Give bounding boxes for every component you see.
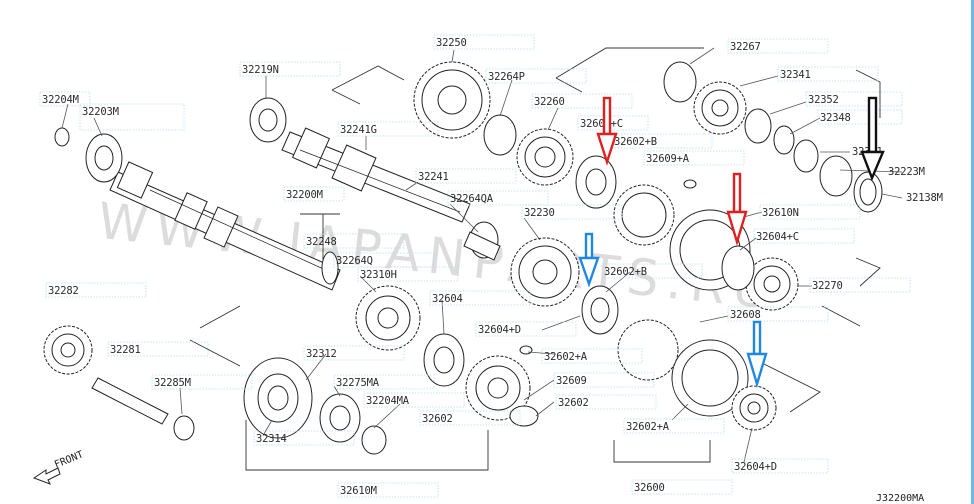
label-32270: 32270 (812, 280, 843, 292)
part-labels: 32204M 32203M 32219N 32250 32264P 32241G… (42, 37, 943, 497)
main-shaft (109, 127, 471, 291)
label-32230: 32230 (524, 207, 555, 219)
gear-lower-center (465, 355, 531, 421)
label-32219N: 32219N (242, 64, 279, 76)
blue-arrow-low (746, 320, 768, 389)
label-32314: 32314 (256, 433, 287, 445)
label-32352: 32352 (808, 94, 839, 106)
label-32604: 32604 (432, 293, 463, 305)
idler-shaft-32281 (91, 377, 169, 425)
label-32604D-low: 32604+D (734, 461, 777, 473)
label-32602B-mid: 32602+B (604, 266, 647, 278)
label-32312: 32312 (306, 348, 337, 360)
label-32264Q: 32264Q (336, 255, 373, 267)
label-frames (39, 34, 911, 498)
label-32241: 32241 (418, 171, 449, 183)
blue-arrow-mid (578, 232, 600, 288)
red-arrow-top (596, 96, 618, 166)
gear-32260 (516, 128, 574, 186)
label-32264QA: 32264QA (450, 193, 494, 205)
label-32348: 32348 (820, 112, 851, 124)
gear-32270 (745, 257, 799, 311)
label-32608: 32608 (730, 309, 761, 321)
front-indicator: FRONT (32, 449, 85, 485)
label-32602A-low: 32602+A (626, 421, 670, 433)
bearings-and-rings (54, 61, 883, 455)
label-32204M: 32204M (42, 94, 79, 106)
gear-32600 (617, 319, 749, 417)
needle-bearing (463, 231, 501, 261)
group-brackets (189, 47, 881, 471)
label-32610N: 32610N (762, 207, 799, 219)
red-arrow-mid (726, 172, 748, 247)
label-32285M: 32285M (154, 377, 191, 389)
label-32248: 32248 (306, 236, 337, 248)
gear-32341 (693, 81, 747, 135)
label-32602A-mid: 32602+A (544, 351, 588, 363)
label-32610M: 32610M (340, 485, 377, 497)
gear-32250 (413, 61, 491, 139)
label-32282: 32282 (48, 285, 79, 297)
gear-32282 (43, 325, 93, 375)
label-32602-left: 32602 (422, 413, 453, 425)
label-32602B-top: 32602+B (614, 136, 657, 148)
gear-32604D-low (731, 385, 777, 431)
label-32267: 32267 (730, 41, 761, 53)
label-32264P: 32264P (488, 71, 525, 83)
label-32604D-mid: 32604+D (478, 324, 521, 336)
gear-32310H (355, 285, 421, 351)
label-32138M: 32138M (906, 192, 943, 204)
label-32281: 32281 (110, 344, 141, 356)
label-32241G: 32241G (340, 124, 377, 136)
label-32604C-mid: 32604+C (756, 231, 799, 243)
callout-leaders (61, 47, 903, 463)
label-32609A: 32609+A (646, 153, 690, 165)
label-32275MA: 32275MA (336, 377, 380, 389)
label-32223M: 32223M (888, 166, 925, 178)
gear-32230 (510, 237, 580, 307)
label-32200M: 32200M (286, 189, 323, 201)
label-32310H: 32310H (360, 269, 397, 281)
gear-32610N (613, 184, 751, 291)
diagram-code: J32200MA (876, 493, 924, 504)
label-32204MA: 32204MA (366, 395, 410, 407)
label-32600: 32600 (634, 482, 665, 494)
label-32260: 32260 (534, 96, 565, 108)
front-label: FRONT (53, 449, 85, 470)
label-32602-right: 32602 (558, 397, 589, 409)
label-32203M: 32203M (82, 106, 119, 118)
label-32604C-top: 32604+C (580, 118, 623, 130)
label-32609: 32609 (556, 375, 587, 387)
label-32250: 32250 (436, 37, 467, 49)
black-arrow (860, 96, 885, 182)
label-32341: 32341 (780, 69, 811, 81)
